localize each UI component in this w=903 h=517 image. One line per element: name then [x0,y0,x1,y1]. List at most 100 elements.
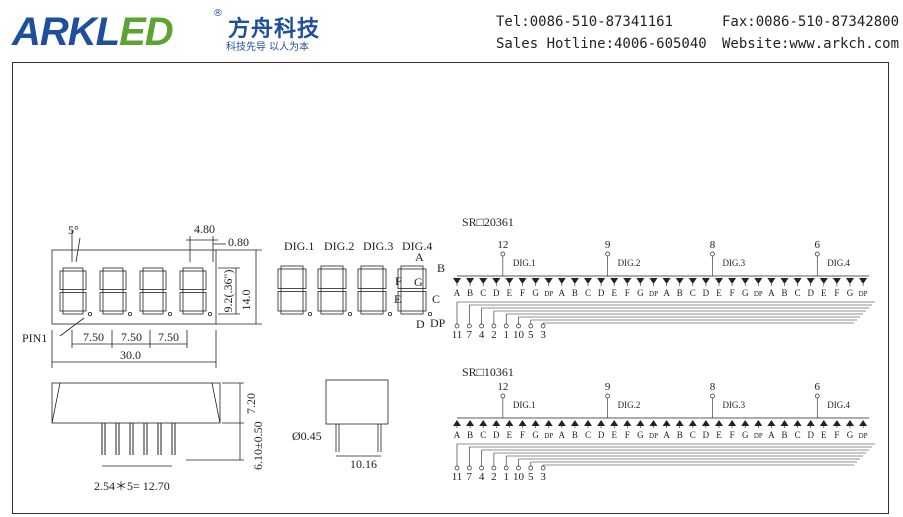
digit-label: DIG.1 [513,400,536,410]
led-diode [715,420,723,426]
segment-label: C [585,288,591,298]
bottom-pin-label: 1 [503,471,509,483]
pin-pitch-label: 2.54＊5= 12.70 [94,479,170,493]
segment-label: F [625,430,630,440]
led-diode [688,420,697,426]
led-diode [453,278,461,284]
bottom-pin-label: 4 [479,329,485,341]
front-digit-1 [59,267,93,316]
dig3-label: DIG.3 [363,239,393,253]
side-height-label: 7.20 [244,393,258,414]
segment-label: A [768,288,775,298]
seg-b-label: B [437,261,445,275]
front-digit-3 [139,267,172,316]
led-diode [531,420,540,426]
digit-label: DIG.3 [722,258,745,268]
fax-number: Fax:0086-510-87342800 [722,14,900,30]
segment-label: E [507,430,513,440]
led-diode [701,420,710,426]
led-diode [544,420,553,426]
led-diode [767,278,776,284]
segment-label: E [716,430,722,440]
pitch-3-label: 7.50 [158,330,179,344]
seg-g-label: G [414,275,423,289]
segment-label: B [677,288,683,298]
side-view-body [51,382,221,424]
bottom-pin-label: 2 [491,471,497,483]
led-diode [636,420,645,426]
end-view-body [325,379,389,425]
led-diode [557,420,566,426]
segment-label: D [807,288,814,298]
common-pin-label: 12 [497,381,508,393]
common-pin-label: 8 [710,239,716,251]
led-diode [610,420,619,426]
segment-label: F [834,288,839,298]
seg-a-label: A [415,250,424,264]
dig1-label: DIG.1 [284,239,314,253]
segment-label: D [598,288,605,298]
led-diode [767,420,776,426]
bottom-pin-label: 7 [467,471,473,483]
segment-label: A [559,288,566,298]
segment-label: A [559,430,566,440]
led-diode [701,278,710,284]
led-diode [544,278,553,284]
segment-label: F [834,430,839,440]
common-pin-label: 8 [710,381,716,393]
segment-angle-label: 5° [68,223,79,237]
brand-logo: ARKLED [12,10,174,54]
segment-label: E [821,430,827,440]
segment-label: C [690,430,696,440]
bottom-pin-label: 5 [528,329,534,341]
dig2-label: DIG.2 [324,239,354,253]
led-diode [649,278,658,284]
segment-label: DP [544,432,553,440]
bottom-pin-label: 3 [540,329,546,341]
led-diode [832,420,841,426]
company-name-cn: 方舟科技 [228,17,321,42]
segment-label: G [532,288,539,298]
segment-label: A [663,288,670,298]
segment-label: D [493,430,500,440]
segment-label: DP [754,432,763,440]
segment-label: F [730,288,735,298]
led-diode [832,278,841,284]
front-digit-4 [179,267,212,316]
led-diode [570,420,579,426]
segment-label: E [716,288,722,298]
front-digit-2 [99,267,132,316]
led-diode [806,420,815,426]
bottom-pin-label: 11 [452,471,463,483]
led-diode [649,420,658,426]
segment-label: C [480,288,486,298]
led-diode [570,278,579,284]
segment-label: F [520,430,525,440]
registered-mark: ® [213,8,223,19]
led-diode [780,278,789,284]
segment-label: F [625,288,630,298]
led-diode [453,420,461,426]
segment-label: A [768,430,775,440]
seg-dp-label: DP [430,316,446,330]
led-diode [754,278,763,284]
common-pin-label: 6 [815,239,821,251]
page-header: ARKLED ® 方舟科技 科技先导 以人为本 Tel:0086-510-873… [0,0,903,60]
segment-label: DP [859,432,868,440]
part-number-bottom: SR□10361 [462,365,514,379]
led-diode [623,278,632,284]
pitch-1-label: 7.50 [83,330,104,344]
segment-label: DP [649,432,658,440]
sales-hotline: Sales Hotline:4006-605040 [496,36,707,52]
led-diode [715,278,723,284]
led-diode [741,278,750,284]
segment-label: B [572,288,578,298]
led-diode [623,420,632,426]
pin1-leader [59,317,85,337]
led-diode [846,278,854,284]
segment-label: E [821,288,827,298]
led-diode [675,420,684,426]
